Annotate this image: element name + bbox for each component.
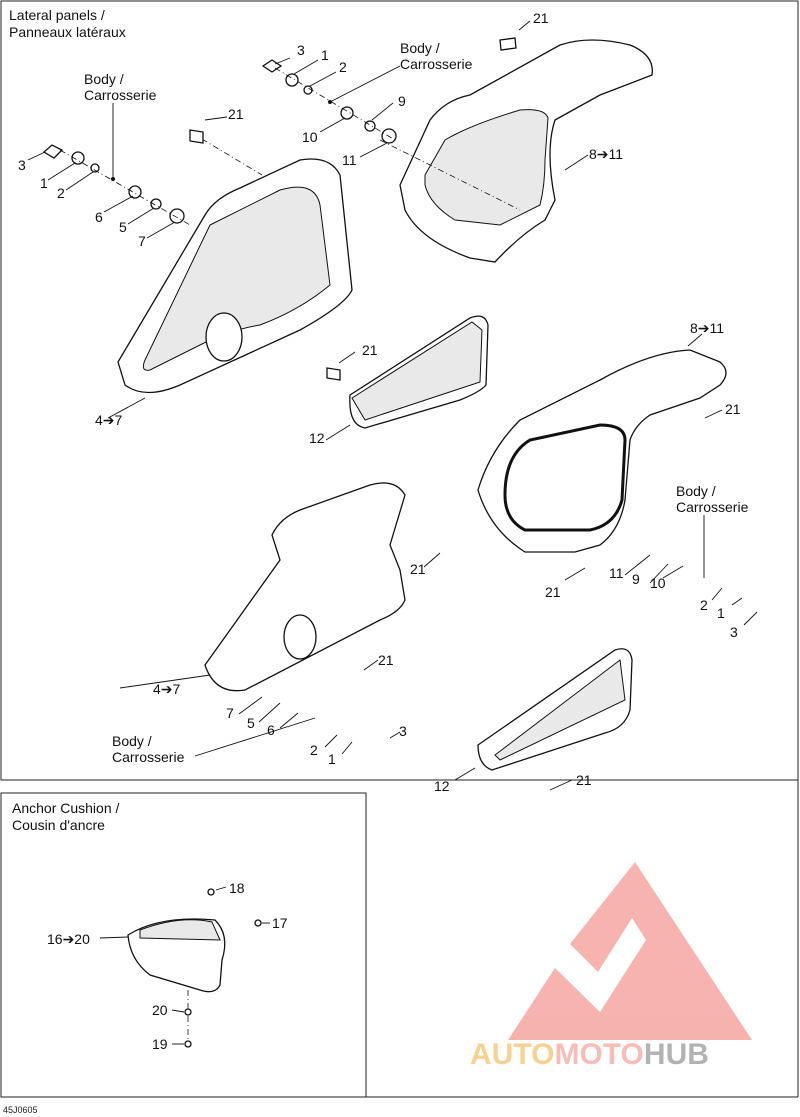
body-label-en: Body /	[84, 71, 124, 87]
callout-5-lower: 5	[247, 715, 255, 731]
callout-11-upper-right: 11	[342, 152, 357, 168]
body-label-en-lower-right: Body /	[676, 483, 716, 499]
callout-4-to-7-lower: 4➔7	[153, 681, 181, 697]
callout-21-lower-right: 21	[725, 401, 741, 417]
right-lateral-panel-inner: 8➔11 21 21 11 9 10 2 1 3 Body / Carrosse…	[477, 320, 758, 640]
body-label-en-upper-right: Body /	[400, 40, 440, 56]
callout-11-lower: 11	[609, 565, 624, 581]
callout-3-lower-right: 3	[730, 624, 738, 640]
callout-7-lower: 7	[226, 705, 234, 721]
left-lateral-panel-upper	[117, 138, 353, 394]
left-lateral-panel-inner: 4➔7 7 5 6 2 1 3 21 21 Body / Carrosserie	[112, 482, 441, 767]
callout-2-lower-right: 2	[700, 597, 708, 613]
callout-1-lower-right: 1	[717, 605, 725, 621]
body-label-en-lower-left: Body /	[112, 733, 152, 749]
right-lateral-panel-upper	[379, 37, 653, 263]
anchor-title-en: Anchor Cushion /	[12, 800, 120, 816]
left-callouts: 3 1 2 6 5 7 21 4➔7 Body / Carrosserie	[18, 71, 244, 428]
watermark-moto: MOTO	[554, 1038, 643, 1071]
anchor-cushion: 16➔20 18 17 20 19	[47, 880, 288, 1052]
callout-12-lower: 12	[434, 778, 450, 794]
body-label-fr-lower-left: Carrosserie	[112, 749, 185, 765]
left-hardware-row	[42, 129, 204, 226]
callout-21: 21	[228, 106, 244, 122]
callout-8-to-11-upper: 8➔11	[589, 146, 623, 162]
callout-20: 20	[152, 1002, 168, 1018]
drawing-code: 45J0605	[3, 1105, 38, 1115]
anchor-cushion-frame	[0, 792, 367, 1098]
callout-9-upper-right: 9	[398, 93, 406, 109]
body-label-fr: Carrosserie	[84, 87, 157, 103]
callout-12-upper: 12	[309, 430, 325, 446]
callout-18: 18	[229, 880, 245, 896]
callout-2-lower-left: 2	[310, 742, 318, 758]
callout-16-to-20: 16➔20	[47, 931, 90, 947]
watermark-auto: AUTO	[470, 1038, 554, 1071]
callout-2: 2	[57, 185, 65, 201]
lateral-title-en: Lateral panels /	[9, 7, 105, 23]
svg-text:AUTOMOTOHUB: AUTOMOTOHUB	[470, 1038, 709, 1071]
anchor-title-fr: Cousin d'ancre	[12, 817, 105, 833]
callout-21-upper-right: 21	[533, 10, 549, 26]
callout-9-lower: 9	[632, 571, 640, 587]
callout-7: 7	[138, 233, 146, 249]
callout-21-lower-right-b: 21	[545, 584, 561, 600]
callout-1: 1	[40, 175, 48, 191]
callout-6: 6	[95, 209, 103, 225]
callout-21-panel-12-lower: 21	[576, 772, 592, 788]
body-label-fr-upper-right: Carrosserie	[400, 56, 473, 72]
side-panel-12-lower: 12 21	[434, 648, 633, 794]
callout-3-lower-left: 3	[399, 723, 407, 739]
callout-8-to-11-lower: 8➔11	[690, 320, 724, 336]
watermark-hub: HUB	[644, 1038, 709, 1071]
callout-10-lower: 10	[650, 575, 666, 591]
lateral-panels-frame	[0, 0, 799, 781]
side-panel-12-upper: 21 12	[309, 315, 489, 446]
callout-21-lower-left: 21	[410, 561, 426, 577]
callout-17: 17	[272, 915, 288, 931]
callout-4-to-7: 4➔7	[95, 412, 123, 428]
watermark-logo-mark	[508, 862, 752, 1040]
lateral-title-fr: Panneaux latéraux	[9, 24, 126, 40]
callout-5: 5	[119, 219, 127, 235]
right-hardware-top	[261, 59, 397, 144]
callout-3: 3	[18, 157, 26, 173]
callout-1-upper-right: 1	[321, 47, 329, 63]
callout-19: 19	[152, 1036, 168, 1052]
callout-6-lower: 6	[267, 722, 275, 738]
right-top-callouts: 3 1 2 9 10 11 21 8➔11 Body / Carrosserie	[274, 10, 623, 171]
callout-21-panel-12: 21	[362, 342, 378, 358]
callout-21-lower-left-b: 21	[378, 652, 394, 668]
body-label-fr-lower-right: Carrosserie	[676, 499, 749, 515]
callout-1-lower-left: 1	[328, 751, 336, 767]
callout-2-upper-right: 2	[339, 59, 347, 75]
automotohub-watermark: AUTOMOTOHUB	[470, 862, 752, 1071]
callout-3-upper-right: 3	[297, 42, 305, 58]
callout-10-upper-right: 10	[302, 129, 318, 145]
